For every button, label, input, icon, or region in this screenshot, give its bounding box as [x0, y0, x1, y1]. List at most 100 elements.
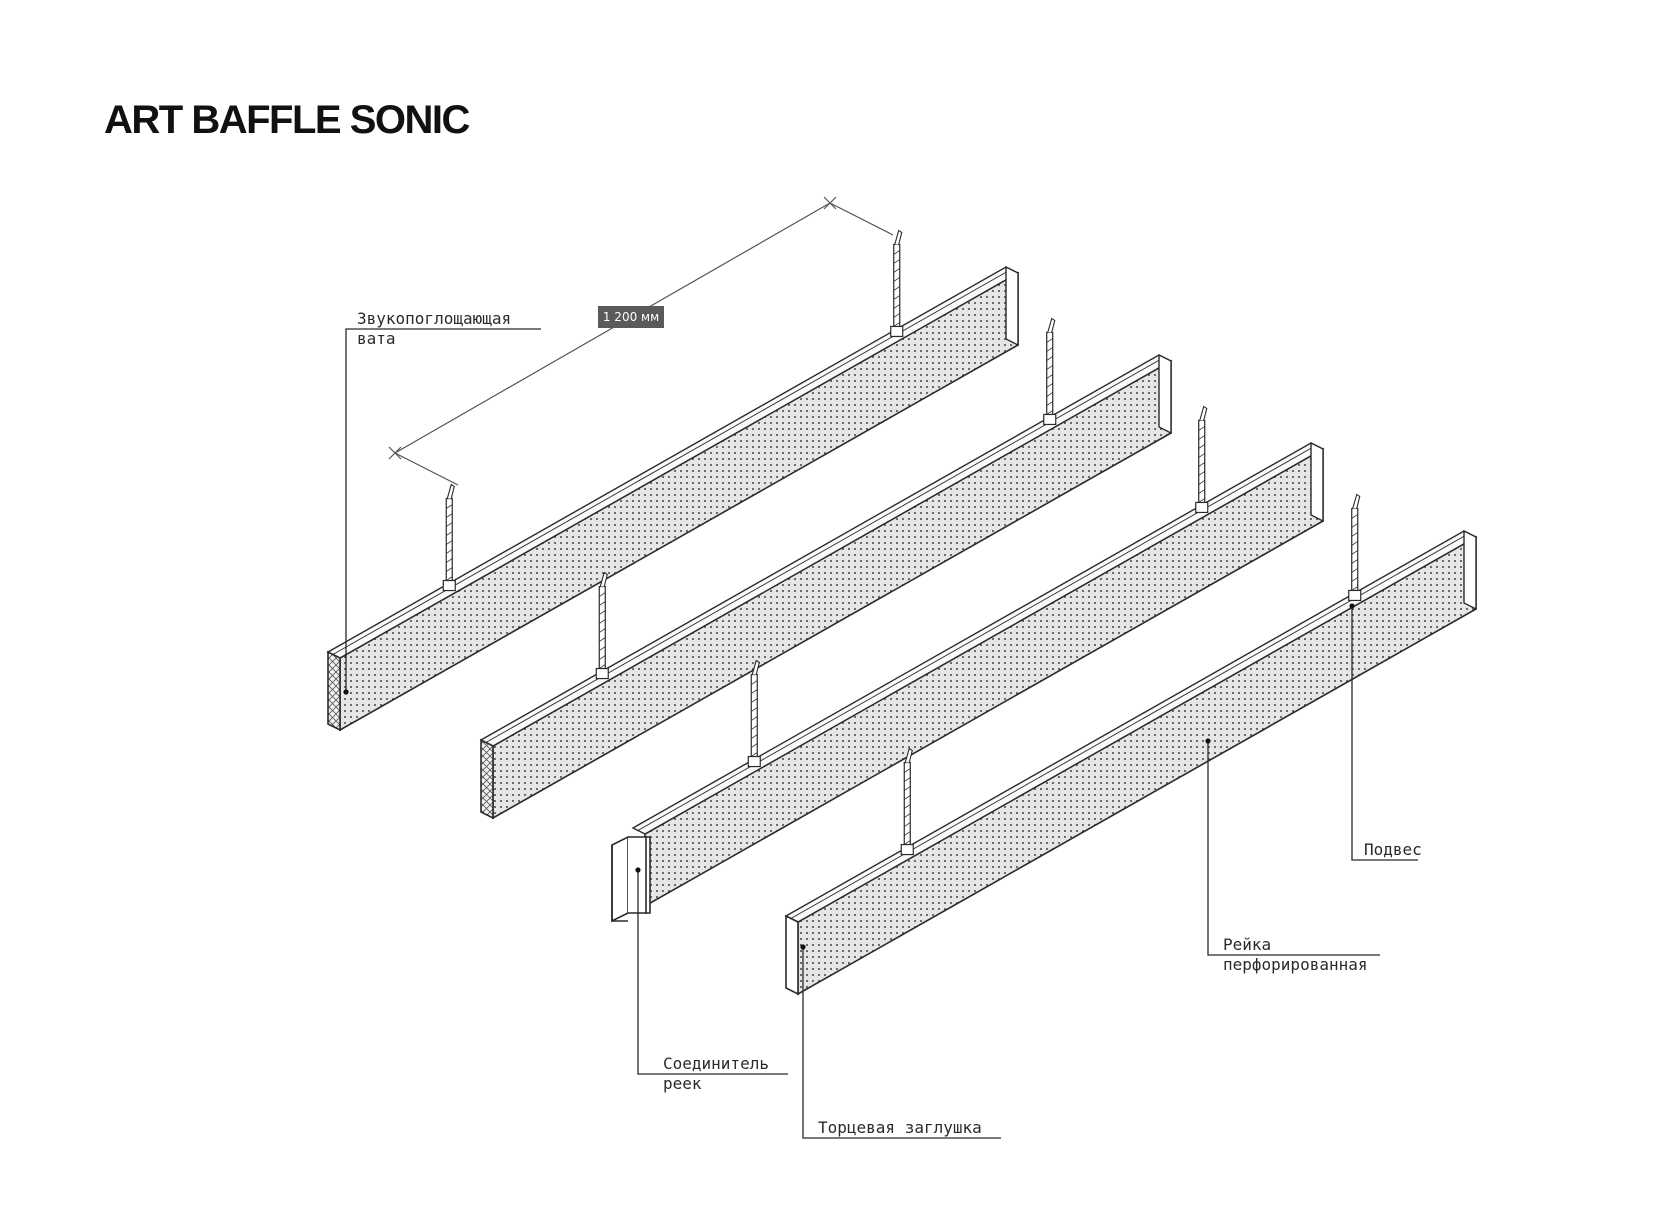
hanger-notch	[893, 277, 900, 282]
hanger-notch	[446, 522, 453, 527]
baffle-panel	[631, 441, 1325, 908]
hanger-notch	[893, 313, 900, 318]
hanger-notch	[1198, 426, 1205, 431]
hanger-notch	[751, 743, 758, 748]
hanger	[1195, 405, 1209, 514]
hanger-hook	[446, 483, 455, 499]
hanger-notch	[893, 322, 900, 327]
hanger-notch	[1046, 410, 1053, 415]
hanger	[900, 747, 914, 856]
hanger-notch	[599, 628, 606, 633]
hanger	[1043, 317, 1057, 426]
hanger-notch	[751, 707, 758, 712]
hanger-notch	[1198, 471, 1205, 476]
hanger-notch	[904, 768, 911, 773]
hanger-hook	[1047, 317, 1056, 333]
hanger-notch	[893, 304, 900, 309]
hanger-notch	[1046, 401, 1053, 406]
hanger-notch	[893, 259, 900, 264]
label-line: Подвес	[1364, 840, 1422, 859]
hanger-clip	[595, 667, 609, 680]
label-line: Рейка	[1223, 935, 1271, 954]
hanger-notch	[1351, 559, 1358, 564]
hanger-notch	[1351, 514, 1358, 519]
rail-connector	[611, 835, 651, 923]
wool-end-section	[327, 650, 341, 732]
hanger-clip	[890, 325, 904, 338]
hanger	[890, 229, 904, 338]
hanger-notch	[751, 725, 758, 730]
hanger-notch	[599, 655, 606, 660]
hanger-notch	[904, 831, 911, 836]
label-rail-connector: Соединитель реек	[663, 1054, 779, 1093]
label-line: Торцевая заглушка	[818, 1118, 982, 1137]
label-end-cap: Торцевая заглушка	[818, 1118, 982, 1137]
dimension-text: 1 200 мм	[603, 310, 659, 324]
hanger-notch	[599, 664, 606, 669]
hanger-clip	[900, 843, 914, 856]
leader-dots	[343, 603, 1355, 950]
hanger-notch	[1046, 392, 1053, 397]
hanger-notch	[1198, 444, 1205, 449]
label-perforated-rail: Рейка перфорированная	[1223, 935, 1368, 974]
dimension-badge: 1 200 мм	[598, 306, 664, 328]
hanger	[595, 571, 609, 680]
hanger-notch	[1351, 532, 1358, 537]
hanger-notch	[893, 286, 900, 291]
label-hanger: Подвес	[1364, 840, 1422, 859]
hanger-hook	[1199, 405, 1208, 421]
hanger-notch	[1046, 383, 1053, 388]
far-end	[1463, 529, 1477, 611]
hanger-notch	[1198, 462, 1205, 467]
hanger-notch	[446, 558, 453, 563]
hanger-notch	[893, 268, 900, 273]
hanger-hook	[599, 571, 608, 587]
hanger-group	[442, 229, 1362, 856]
hanger-notch	[1351, 568, 1358, 573]
far-end	[1158, 353, 1172, 435]
hanger-hook	[751, 659, 760, 675]
hanger-notch	[893, 250, 900, 255]
hanger-notch	[599, 619, 606, 624]
hanger-notch	[599, 601, 606, 606]
hanger-notch	[446, 540, 453, 545]
hanger-clip	[1348, 589, 1362, 602]
hanger-notch	[446, 513, 453, 518]
hanger-notch	[1046, 365, 1053, 370]
hanger-notch	[1046, 347, 1053, 352]
hanger-notch	[1198, 498, 1205, 503]
hanger-notch	[893, 295, 900, 300]
hanger-notch	[904, 813, 911, 818]
far-end	[1005, 265, 1019, 347]
hanger-notch	[1351, 577, 1358, 582]
hanger-clip	[1043, 413, 1057, 426]
label-line: Звукопоглощающая	[357, 309, 511, 328]
hanger-notch	[1198, 489, 1205, 494]
label-sound-absorbing-wool: Звукопоглощающая вата	[357, 309, 521, 348]
hanger-notch	[904, 786, 911, 791]
hanger-notch	[751, 680, 758, 685]
hanger-notch	[1198, 480, 1205, 485]
hanger-notch	[446, 504, 453, 509]
hanger-notch	[1198, 435, 1205, 440]
hanger-hook	[904, 747, 913, 763]
hanger-notch	[904, 777, 911, 782]
hanger-notch	[599, 610, 606, 615]
hanger-notch	[904, 822, 911, 827]
hanger-notch	[1198, 453, 1205, 458]
hanger-notch	[1046, 356, 1053, 361]
hanger-notch	[1351, 550, 1358, 555]
leader-lines	[345, 328, 1418, 1139]
hanger-clip	[747, 755, 761, 768]
hanger-notch	[751, 689, 758, 694]
hanger-notch	[599, 646, 606, 651]
hanger	[1348, 493, 1362, 602]
hanger-notch	[599, 592, 606, 597]
label-line: перфорированная	[1223, 955, 1368, 974]
hanger-notch	[751, 698, 758, 703]
label-line: Соединитель	[663, 1054, 769, 1073]
hanger-notch	[446, 576, 453, 581]
hanger	[442, 483, 456, 592]
baffle-panels	[326, 265, 1478, 996]
